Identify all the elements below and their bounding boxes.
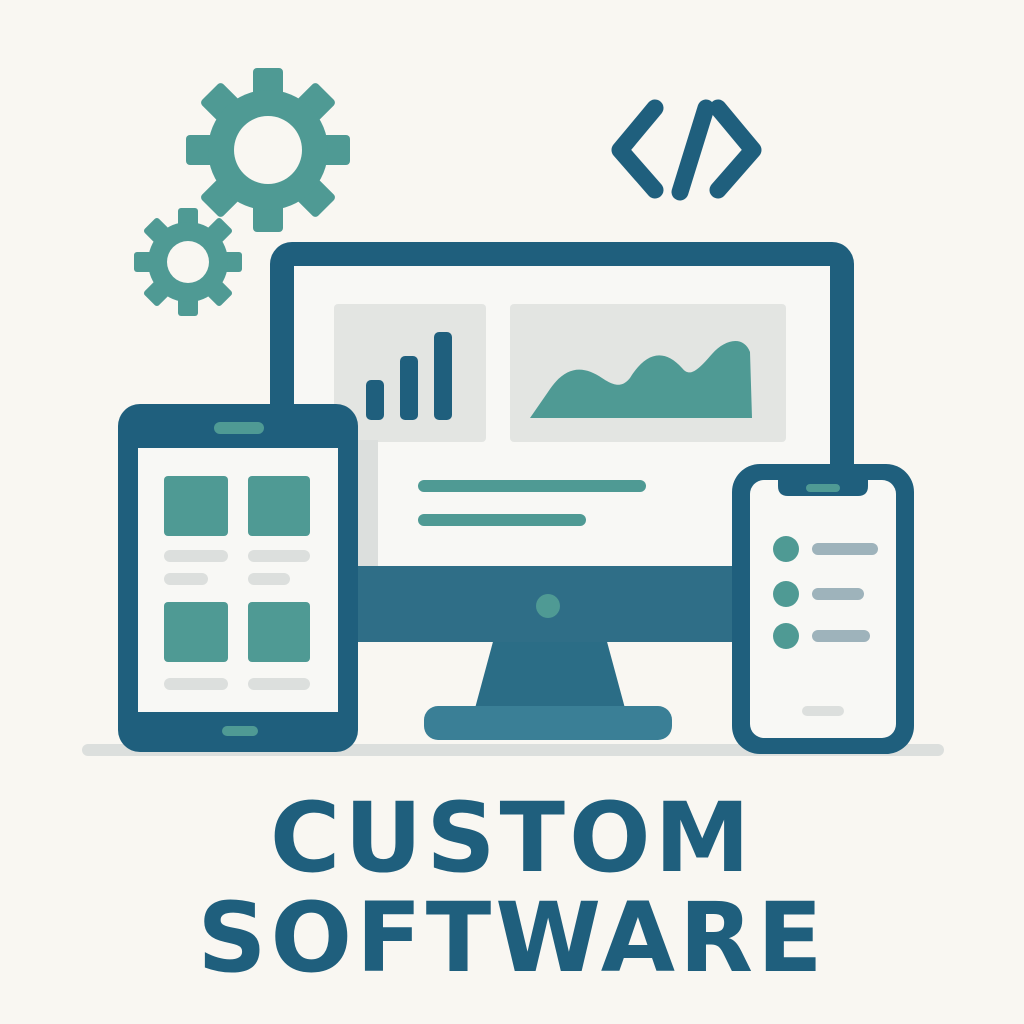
headline-line-1: CUSTOM: [269, 782, 755, 894]
tablet-text-line: [164, 678, 228, 690]
area-chart-fill: [530, 340, 752, 418]
content-line: [418, 480, 646, 492]
smartphone: [732, 464, 914, 754]
headline-line-2: SOFTWARE: [197, 882, 827, 994]
small-gear-icon: [134, 208, 242, 316]
tablet-text-line: [248, 678, 310, 690]
tablet-text-line: [164, 573, 208, 585]
list-line: [812, 588, 864, 600]
tablet: [118, 404, 378, 752]
code-icon: [611, 99, 762, 201]
list-bullet: [773, 581, 799, 607]
gear-icon: [186, 68, 350, 232]
list-line: [812, 543, 878, 555]
chart-bar: [434, 332, 452, 420]
tablet-tile: [164, 476, 228, 536]
list-bullet: [773, 623, 799, 649]
list-line: [812, 630, 870, 642]
chart-bar: [366, 380, 384, 420]
tablet-speaker: [214, 422, 264, 434]
monitor-stand: [424, 638, 672, 740]
tablet-text-line: [164, 550, 228, 562]
list-bullet: [773, 536, 799, 562]
chart-bar: [400, 356, 418, 420]
monitor-power-button: [536, 594, 560, 618]
tablet-tile: [164, 602, 228, 662]
phone-home-indicator: [802, 706, 844, 716]
tablet-home-button: [222, 726, 258, 736]
tablet-tile: [248, 602, 310, 662]
tablet-text-line: [248, 573, 290, 585]
phone-speaker: [806, 484, 840, 492]
content-line: [418, 514, 586, 526]
tablet-tile: [248, 476, 310, 536]
tablet-text-line: [248, 550, 310, 562]
